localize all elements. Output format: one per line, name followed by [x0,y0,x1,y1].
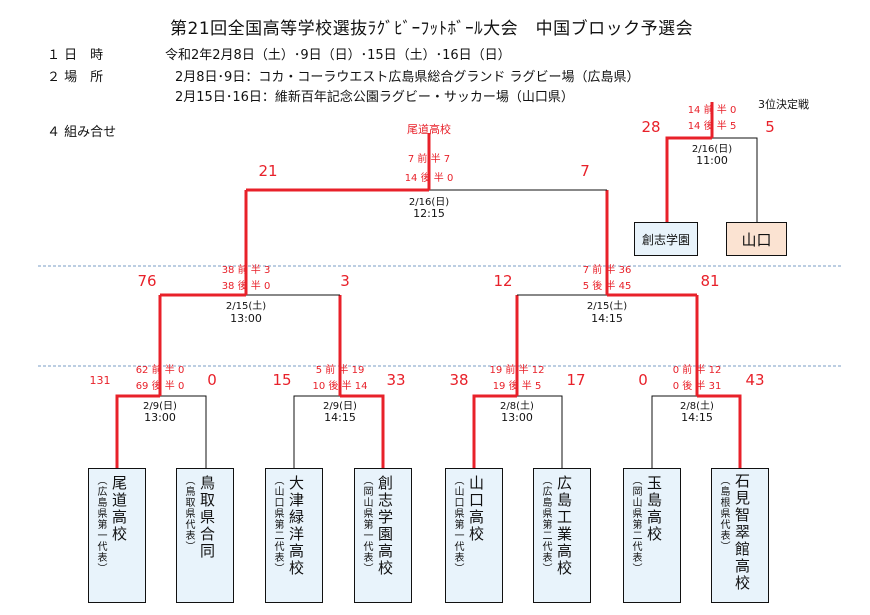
r1m3-half2: 19 後 半 5 [492,381,542,392]
match3-winner-line [472,394,517,468]
team-name: 石見智翠館高校 [733,473,751,592]
team-name: 玉島高校 [645,475,663,543]
team-box-soshi-gakuen: 創志学園高校 （岡山県第一代表） [354,468,412,603]
match1-winner-line [115,394,160,468]
r1m3-time: 13:00 [501,411,533,424]
team-box-hiroshima-kogyo: 広島工業高校 （広島県第二代表） [533,468,591,603]
team-sub: （岡山県第二代表） [630,475,641,574]
third-half2: 14 後 半 5 [687,121,737,132]
semi1-half2: 38 後 半 0 [221,281,271,292]
r1m3-date: 2/8(土) [500,401,534,412]
r1m1-score-right: 0 [207,371,217,389]
team-sub: （鳥取県代表） [183,475,194,552]
team-sub: （岡山県第一代表） [361,475,372,574]
venue-line-2: 2月15日･16日：維新百年記念公園ラグビー・サッカー場（山口県） [175,90,574,105]
team-sub: （島根県代表） [718,475,729,552]
team-box-tottori: 鳥取県合同 （鳥取県代表） [176,468,234,603]
team-box-yamaguchi: 山口高校 （山口県第一代表） [445,468,503,603]
third-place-label: 3位決定戦 [758,98,809,111]
venue-line-1: 2月8日･9日：コカ・コーラウエスト広島県総合グランド ラグビー場（広島県） [175,70,640,85]
r1m4-time: 14:15 [681,411,713,424]
match1-loser-line [160,395,207,468]
r1m1-date: 2/9(日) [143,401,177,412]
team-name: 鳥取県合同 [198,475,216,560]
match2-winner-line [340,394,385,468]
match4-loser-line [651,395,697,468]
semi2-score-right: 81 [700,272,720,290]
venue-label: ２ 場 所 [47,70,104,85]
third-team-left-box: 創志学園 [634,222,698,256]
team-sub: （山口県第二代表） [272,475,283,574]
date-label: １ 日 時 [47,48,104,63]
page-title: 第21回全国高等学校選抜ﾗｸﾞﾋﾞｰﾌｯﾄﾎﾞｰﾙ大会 中国ブロック予選会 [170,19,694,39]
date-value: 令和2年2月8日（土）･9日（日）･15日（土）･16日（日） [165,48,511,63]
team-box-iwami-chisuikan: 石見智翠館高校 （島根県代表） [711,468,769,603]
semi2-score-left: 12 [493,272,513,290]
match2-loser-line [293,395,340,468]
r1m3-half1: 19 前 半 12 [489,365,545,376]
team-name: 大津緑洋高校 [287,475,305,577]
r1m3-score-left: 38 [449,371,469,389]
semi1-half1: 38 前 半 3 [221,265,271,276]
third-team-right-box: 山口 [726,222,787,256]
third-team-left: 創志学園 [641,232,690,247]
team-name: 広島工業高校 [555,475,573,577]
third-team-right: 山口 [741,230,772,249]
r1m4-score-left: 0 [638,371,648,389]
r1m4-date: 2/8(土) [680,401,714,412]
final-score-right: 7 [580,162,590,180]
team-sub: （山口県第一代表） [452,475,463,574]
semi1-score-right: 3 [340,272,350,290]
r1m2-half1: 5 前 半 19 [315,365,365,376]
team-box-onomichi: 尾道高校 （広島県第一代表） [88,468,146,603]
final-time: 12:15 [413,207,445,220]
r1m2-time: 14:15 [324,411,356,424]
third-date: 2/16(日) [691,144,733,155]
third-score-right: 5 [765,118,775,136]
r1m4-half1: 0 前 半 12 [672,365,722,376]
team-name: 尾道高校 [110,475,128,543]
r1m4-score-right: 43 [745,371,765,389]
final-half2: 14 後 半 0 [404,173,454,184]
semi1-date: 2/15(土) [225,301,267,312]
match3-loser-line [517,395,563,468]
r1m2-half2: 10 後 半 14 [312,381,368,392]
team-name: 創志学園高校 [376,475,394,577]
final-date: 2/16(日) [408,197,450,208]
semi2-time: 14:15 [591,312,623,325]
r1m1-time: 13:00 [144,411,176,424]
team-box-otsu-ryokuyo: 大津緑洋高校 （山口県第二代表） [265,468,323,603]
combo-label: ４ 組み合せ [47,125,117,140]
third-half1: 14 前 半 0 [687,105,737,116]
final-half1: 7 前 半 7 [407,154,451,165]
team-name: 山口高校 [467,475,485,543]
r1m4-half2: 0 後 半 31 [672,381,722,392]
final-score-left: 21 [258,162,278,180]
r1m2-score-right: 33 [386,371,406,389]
team-sub: （広島県第二代表） [540,475,551,574]
team-box-tamashima: 玉島高校 （岡山県第二代表） [623,468,681,603]
semi2-date: 2/15(土) [586,301,628,312]
semi2-half2: 5 後 半 45 [582,281,632,292]
third-score-left: 28 [641,118,661,136]
r1m1-half1: 62 前 半 0 [135,365,185,376]
r1m1-score-left: 131 [89,374,111,387]
team-sub: （広島県第一代表） [95,475,106,574]
champion-label: 尾道高校 [407,123,451,136]
match4-winner-line [697,394,742,468]
r1m2-date: 2/9(日) [323,401,357,412]
semi1-score-left: 76 [137,272,157,290]
r1m1-half2: 69 後 半 0 [135,381,185,392]
third-time: 11:00 [696,154,728,167]
r1m2-score-left: 15 [272,371,292,389]
third-loser-line [712,137,758,222]
semi1-time: 13:00 [230,312,262,325]
third-winner-line [665,136,712,222]
r1m3-score-right: 17 [566,371,586,389]
semi2-half1: 7 前 半 36 [582,265,632,276]
